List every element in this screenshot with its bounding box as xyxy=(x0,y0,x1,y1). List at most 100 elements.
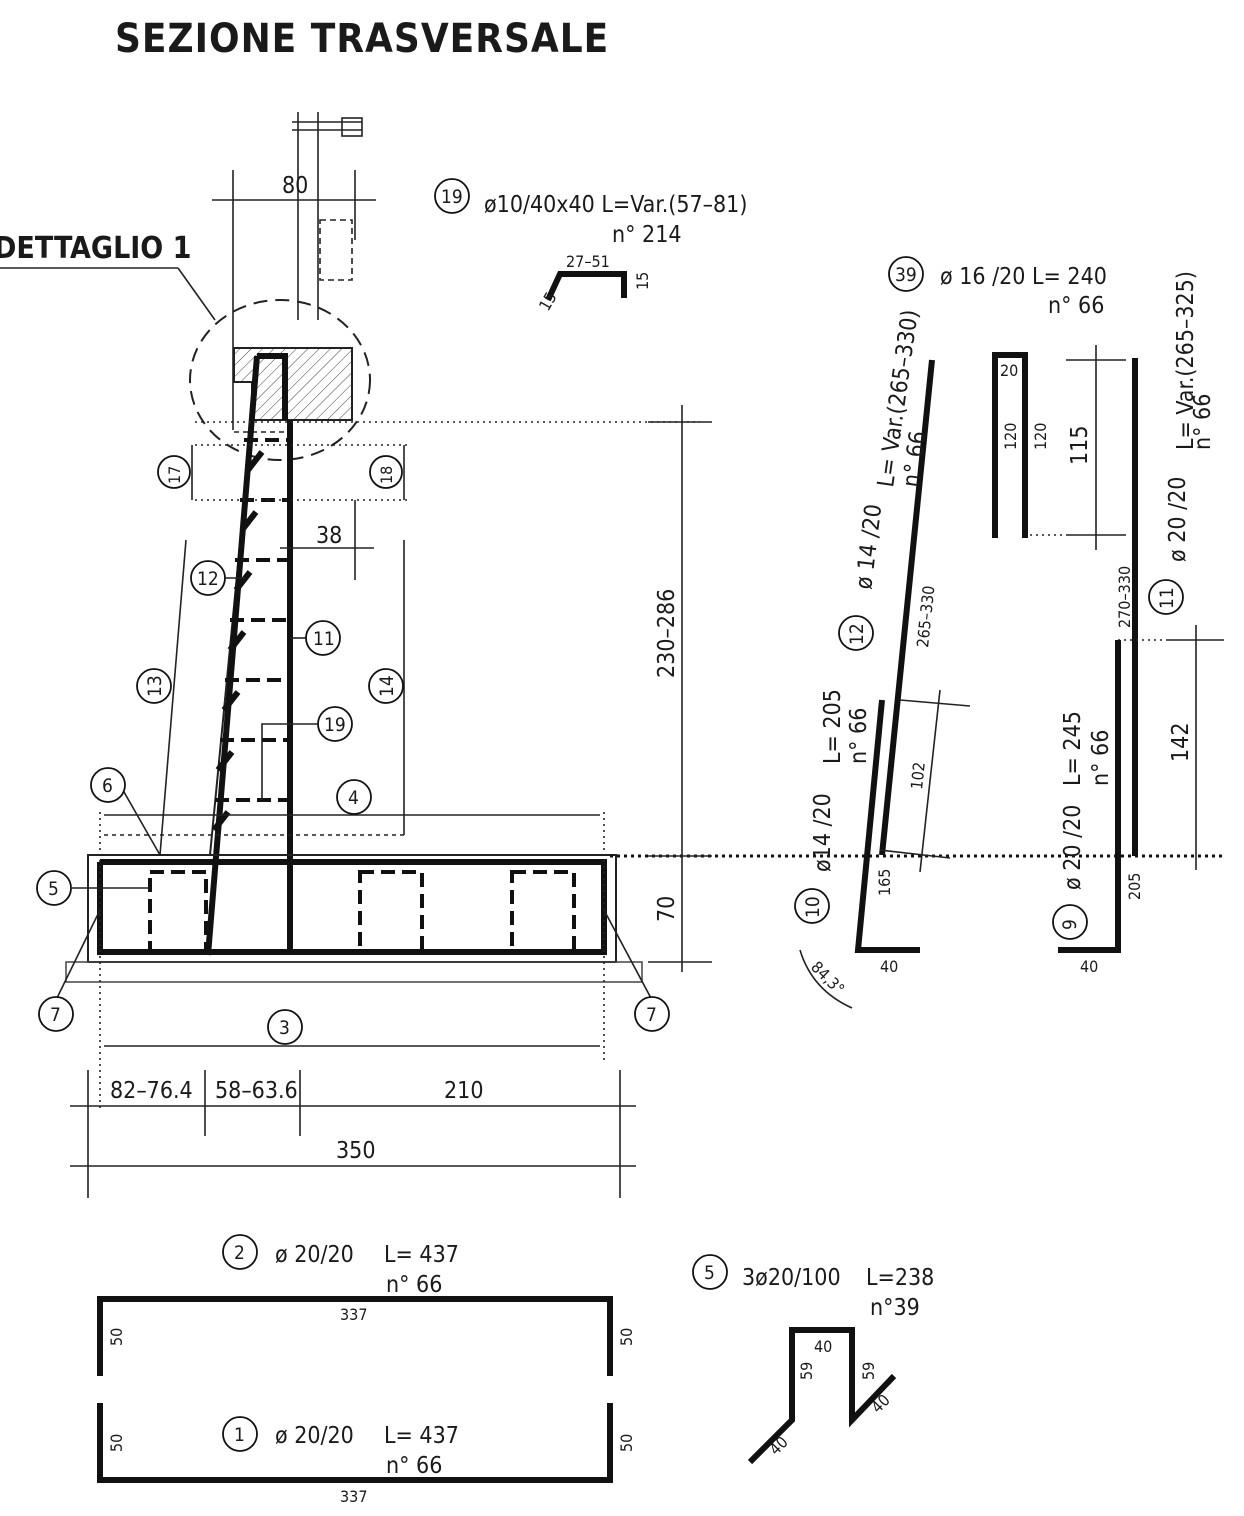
svg-text:40: 40 xyxy=(880,957,898,976)
dim-230-286: 230–286 xyxy=(654,589,680,678)
mark-11: 11 xyxy=(305,620,341,656)
svg-text:120: 120 xyxy=(1001,423,1020,450)
svg-text:15: 15 xyxy=(535,289,561,314)
svg-text:18: 18 xyxy=(377,466,396,484)
detail-leader xyxy=(177,267,216,321)
drawing-title: SEZIONE TRASVERSALE xyxy=(115,16,609,62)
schedule-bar19: 19 ø10/40x40 L=Var.(57–81) n° 214 27–51 … xyxy=(434,178,747,314)
svg-text:115: 115 xyxy=(1067,426,1093,466)
mark-7-left: 7 xyxy=(38,996,74,1032)
bar5-spec: 3ø20/100 xyxy=(742,1265,841,1291)
dim-82: 82–76.4 xyxy=(110,1078,193,1104)
mark-4: 4 xyxy=(336,779,372,815)
bar5-count: n°39 xyxy=(870,1295,920,1321)
svg-text:7: 7 xyxy=(646,1004,657,1026)
svg-text:102: 102 xyxy=(907,761,929,790)
svg-text:20: 20 xyxy=(1000,361,1018,380)
svg-text:ø 14 /20: ø 14 /20 xyxy=(851,503,887,591)
mark-19-section: 19 xyxy=(317,706,353,742)
dim-210: 210 xyxy=(444,1078,484,1104)
svg-text:19: 19 xyxy=(324,714,346,736)
bar1-spec: ø 20/20 xyxy=(275,1423,354,1449)
svg-text:205: 205 xyxy=(1125,873,1144,900)
svg-text:50: 50 xyxy=(617,1434,636,1452)
detail-label: DETTAGLIO 1 xyxy=(0,231,191,266)
svg-text:142: 142 xyxy=(1168,723,1194,763)
svg-text:9: 9 xyxy=(1059,919,1081,930)
bar39-count: n° 66 xyxy=(1048,293,1104,319)
svg-text:165: 165 xyxy=(875,869,894,896)
mark-12: 12 xyxy=(190,560,226,596)
svg-text:59: 59 xyxy=(797,1362,816,1380)
svg-text:270–330: 270–330 xyxy=(1115,566,1134,628)
bar2-count: n° 66 xyxy=(386,1272,442,1298)
dim-350: 350 xyxy=(336,1138,376,1164)
dim-80: 80 xyxy=(282,173,308,199)
svg-text:10: 10 xyxy=(802,896,824,918)
dim-38: 38 xyxy=(316,523,342,549)
schedule-bar9: L= 245 n° 66 ø 20 /20 205 40 9 xyxy=(1052,640,1144,976)
svg-text:L= Var.(265–325): L= Var.(265–325) xyxy=(1173,271,1199,450)
bar19-dim-top: 27–51 xyxy=(566,252,610,271)
svg-text:12: 12 xyxy=(846,623,868,645)
svg-text:120: 120 xyxy=(1031,423,1050,450)
svg-text:40: 40 xyxy=(867,1390,893,1416)
railing xyxy=(292,112,363,320)
dim-58: 58–63.6 xyxy=(215,1078,298,1104)
bar1-len: L= 437 xyxy=(384,1423,459,1449)
svg-text:40: 40 xyxy=(765,1432,791,1458)
svg-text:337: 337 xyxy=(340,1487,367,1506)
svg-text:50: 50 xyxy=(107,1434,126,1452)
svg-text:265–330: 265–330 xyxy=(913,585,938,649)
mark-6: 6 xyxy=(90,767,126,803)
svg-text:7: 7 xyxy=(50,1004,61,1026)
svg-text:50: 50 xyxy=(107,1328,126,1346)
mark-5-section: 5 xyxy=(36,870,72,906)
svg-text:40: 40 xyxy=(814,1337,832,1356)
wall-reinforcement xyxy=(205,353,318,956)
svg-text:19: 19 xyxy=(441,186,463,208)
bar1-count: n° 66 xyxy=(386,1453,442,1479)
svg-text:2: 2 xyxy=(234,1242,245,1264)
svg-text:50: 50 xyxy=(617,1328,636,1346)
svg-text:337: 337 xyxy=(340,1305,367,1324)
bar13-line xyxy=(159,539,187,856)
svg-text:39: 39 xyxy=(895,264,917,286)
mark-14: 14 xyxy=(368,668,404,704)
svg-text:15: 15 xyxy=(633,272,652,290)
svg-text:5: 5 xyxy=(48,878,59,900)
mark-17: 17 xyxy=(157,455,191,489)
mark-18: 18 xyxy=(369,455,403,489)
detail-circle xyxy=(189,299,371,461)
svg-text:L= 205: L= 205 xyxy=(820,689,846,764)
svg-text:14: 14 xyxy=(376,675,398,697)
svg-text:59: 59 xyxy=(859,1362,878,1380)
dim-70: 70 xyxy=(654,896,680,922)
svg-text:n° 66: n° 66 xyxy=(1088,730,1114,786)
svg-text:1: 1 xyxy=(234,1424,245,1446)
schedule-bar10: L= 205 n° 66 ø14 /20 102 165 40 84,3° 10 xyxy=(794,689,971,1009)
svg-text:ø14 /20: ø14 /20 xyxy=(810,793,836,872)
mark-3: 3 xyxy=(267,1009,303,1045)
bar2-len: L= 437 xyxy=(384,1242,459,1268)
svg-text:4: 4 xyxy=(348,787,359,809)
svg-text:5: 5 xyxy=(704,1262,715,1284)
svg-text:n° 66: n° 66 xyxy=(1190,394,1216,450)
svg-text:ø 20 /20: ø 20 /20 xyxy=(1060,805,1086,890)
svg-text:6: 6 xyxy=(102,775,113,797)
svg-text:L= 245: L= 245 xyxy=(1060,711,1086,786)
schedule-bar5: 5 3ø20/100 L=238 n°39 40 59 59 40 40 xyxy=(692,1254,934,1465)
bar19-spec: ø10/40x40 L=Var.(57–81) xyxy=(484,192,747,218)
footing xyxy=(65,854,643,983)
svg-text:13: 13 xyxy=(144,675,166,697)
bar39-spec: ø 16 /20 L= 240 xyxy=(940,264,1107,290)
svg-text:3: 3 xyxy=(279,1017,290,1039)
svg-text:40: 40 xyxy=(1080,957,1098,976)
mark-13: 13 xyxy=(136,668,172,704)
schedule-bar1: 1 ø 20/20 L= 437 n° 66 337 50 50 xyxy=(97,1403,636,1506)
svg-text:11: 11 xyxy=(313,628,335,650)
svg-text:17: 17 xyxy=(165,466,184,484)
bar5-len: L=238 xyxy=(866,1265,934,1291)
schedule-bar2: 2 ø 20/20 L= 437 n° 66 337 50 50 xyxy=(97,1234,636,1376)
